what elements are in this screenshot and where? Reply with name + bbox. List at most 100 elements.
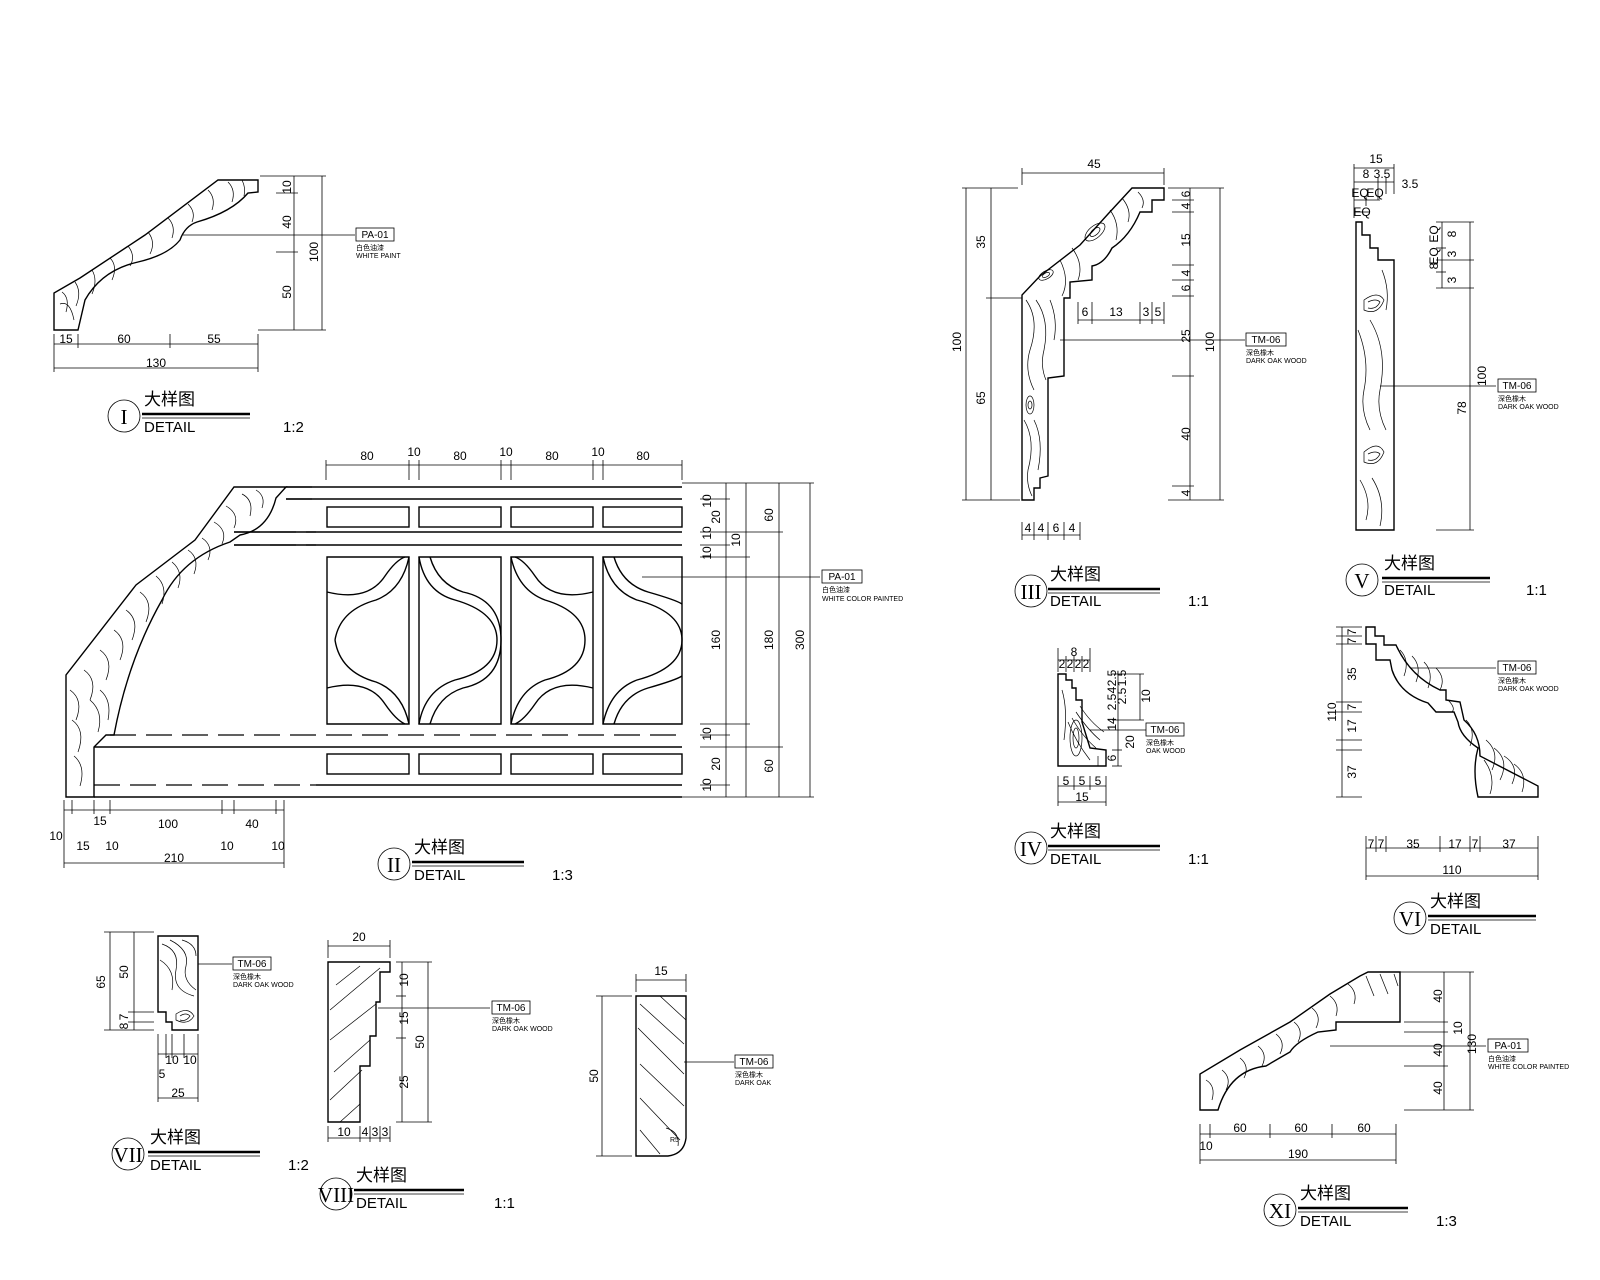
material-tag-box [491, 1000, 531, 1015]
dim-label: 7 [1472, 837, 1479, 851]
material-tag-code: TM-06 [740, 1057, 769, 1068]
detail-scale: 1:2 [288, 1157, 309, 1174]
dim-label: 100 [1203, 332, 1217, 352]
dim-label: 2 [1083, 657, 1090, 671]
wood-grain-2 [69, 489, 264, 787]
dim-label: 20 [709, 510, 723, 524]
detail-5: 15 8 3.5 3.5 EQ EQ EQ EQ EQ 8 3 8 3 100 … [1345, 152, 1559, 599]
dim-label: 8 [1363, 167, 1370, 181]
dim-label: EQ [1366, 186, 1383, 200]
detail-title-cn: 大样图 [1050, 822, 1101, 841]
dim-label: 2 [1067, 657, 1074, 671]
dim-label: 2.5 [1105, 693, 1119, 710]
dim-label: 4 [1179, 489, 1193, 496]
dim-label: 35 [1345, 667, 1359, 681]
detail-scale: 1:1 [1188, 851, 1209, 868]
dim-label: 40 [1431, 1081, 1445, 1095]
dim-label: 6 [1105, 754, 1119, 761]
dim-label: 15 [1075, 790, 1089, 804]
dim-label: 50 [413, 1035, 427, 1049]
dim-label: 40 [1431, 989, 1445, 1003]
material-tag-box [1497, 660, 1537, 675]
material-tag-en: DARK OAK WOOD [1246, 358, 1307, 365]
dim-label: 10 [407, 445, 421, 459]
dimension-lines-5 [1353, 164, 1496, 531]
dim-label: EQ [1353, 205, 1370, 219]
dim-label: EQ [1427, 225, 1441, 242]
dim-label: 6 [1082, 305, 1089, 319]
dim-label: 10 [700, 494, 714, 508]
dim-label: 10 [1139, 689, 1153, 703]
dim-label: 2.5 [1115, 687, 1129, 704]
dim-label: 10 [337, 1125, 351, 1139]
dimension-lines-2 [63, 460, 820, 868]
dim-label: 160 [709, 630, 723, 650]
dim-label: 60 [1294, 1121, 1308, 1135]
profile-9 [635, 995, 687, 1157]
dim-label: 3.5 [1402, 177, 1419, 191]
dim-label: 7 [1345, 703, 1359, 710]
detail-title-cn: 大样图 [1430, 892, 1481, 911]
dim-label: 100 [1475, 366, 1489, 386]
wood-grain-1 [59, 179, 246, 321]
detail-11: 40 10 130 40 40 60 60 60 10 190 PA-01 白色… [1199, 971, 1569, 1230]
cornice-profile-2 [65, 486, 288, 798]
dim-label: 3.5 [1374, 167, 1391, 181]
dim-label: 10 [700, 526, 714, 540]
dim-label: 80 [360, 449, 374, 463]
dim-label: 14 [1105, 717, 1119, 731]
detail-title-en: DETAIL [1430, 921, 1481, 938]
material-tag-box [1245, 332, 1287, 347]
detail-number-circle [377, 847, 411, 881]
detail-title-cn: 大样图 [356, 1166, 407, 1185]
dim-label: 5 [1155, 305, 1162, 319]
dim-label: 3 [382, 1125, 389, 1139]
dim-label: 10 [1451, 1021, 1465, 1035]
dim-label: 10 [220, 839, 234, 853]
dim-label: 15 [397, 1011, 411, 1025]
material-tag-code: PA-01 [1494, 1041, 1521, 1052]
dim-label: 190 [1288, 1147, 1308, 1161]
dim-label: 65 [94, 975, 108, 989]
material-tag-box [1487, 1038, 1529, 1053]
profile-3 [1021, 187, 1165, 501]
dim-label: 15 [93, 814, 107, 828]
detail-number-circle [107, 399, 141, 433]
detail-title-en: DETAIL [1384, 582, 1435, 599]
dim-label: 10 [700, 727, 714, 741]
dim-label: 60 [762, 759, 776, 773]
dim-label: 10 [49, 829, 63, 843]
detail-number-circle [1393, 901, 1427, 935]
dim-label: 55 [207, 332, 221, 346]
detail-title-cn: 大样图 [150, 1128, 201, 1147]
dim-label: 7 [117, 1013, 131, 1020]
dim-label: 15 [76, 839, 90, 853]
dim-label: 8 [1427, 262, 1441, 269]
dim-label: 130 [1465, 1034, 1479, 1054]
material-tag-en: DARK OAK [735, 1080, 772, 1087]
dim-label: EQ [1351, 186, 1368, 200]
dim-label: 60 [1233, 1121, 1247, 1135]
detail-number-circle [111, 1137, 145, 1171]
dim-label: 2.5 [1105, 669, 1119, 686]
dim-label: 10 [1199, 1139, 1213, 1153]
detail-number-circle [1014, 574, 1048, 608]
material-tag-code: TM-06 [238, 959, 267, 970]
detail-7: 65 50 8 7 10 10 5 25 TM-06 深色橡木 DARK OAK… [94, 931, 309, 1174]
material-tag-box [232, 956, 272, 971]
dim-label: 110 [1442, 863, 1461, 877]
bottom-rail-panels [326, 753, 683, 775]
material-tag-cn: 白色油漆 [356, 243, 384, 252]
dim-label: 60 [117, 332, 131, 346]
dim-label: 78 [1455, 401, 1469, 415]
material-tag-en: DARK OAK WOOD [1498, 686, 1559, 693]
dim-label: 35 [1406, 837, 1420, 851]
detail-scale: 1:1 [1526, 582, 1547, 599]
dim-label: 50 [117, 965, 131, 979]
dim-label: 15 [1179, 233, 1193, 247]
dim-label: 3 [1445, 276, 1459, 283]
dim-label: 25 [397, 1075, 411, 1089]
material-tag-code: TM-06 [497, 1003, 526, 1014]
dim-label: 20 [352, 930, 366, 944]
dim-label: 5 [159, 1067, 166, 1081]
